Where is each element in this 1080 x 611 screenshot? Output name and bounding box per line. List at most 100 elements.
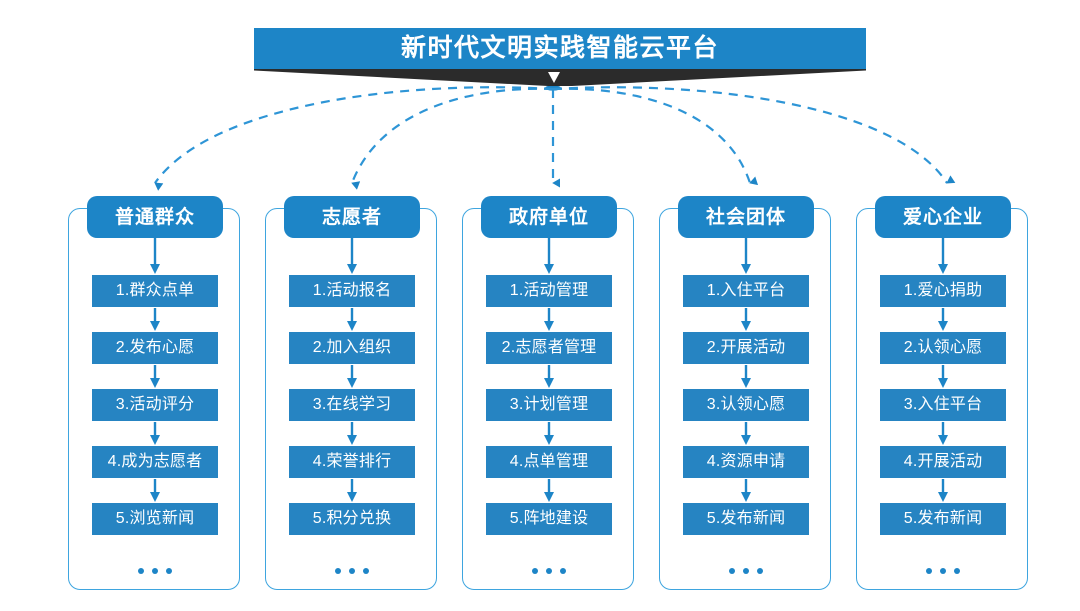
flow-arrow-icon [150,479,160,502]
item-label: 4.开展活动 [903,453,983,470]
ellipsis-dot-icon [546,568,552,574]
item-label: 5.发布新闻 [706,510,786,527]
flow-arrow-icon [741,479,751,502]
ellipsis-dot-icon [335,568,341,574]
column-ordinary-public-item-1[interactable]: 1.群众点单 [92,275,218,307]
column-header-volunteer[interactable]: 志愿者 [284,196,420,238]
ellipsis-dot-icon [743,568,749,574]
flow-arrow-icon [938,308,948,331]
flow-arrow-icon [741,365,751,388]
item-label: 4.点单管理 [509,453,589,470]
banner-notch-icon [548,72,560,83]
platform-title-banner: 新时代文明实践智能云平台 [254,28,866,69]
column-charity-enterprise-more-indicator [913,568,973,574]
flow-arrow-icon [544,365,554,388]
item-label: 1.爱心捐助 [903,282,983,299]
column-volunteer-more-indicator [322,568,382,574]
column-charity-enterprise-item-5[interactable]: 5.发布新闻 [880,503,1006,535]
item-label: 3.计划管理 [509,396,589,413]
column-charity-enterprise-item-1[interactable]: 1.爱心捐助 [880,275,1006,307]
column-charity-enterprise-item-4[interactable]: 4.开展活动 [880,446,1006,478]
column-government-unit-more-indicator [519,568,579,574]
flow-arrow-icon [938,422,948,445]
column-header-label: 爱心企业 [902,206,983,228]
column-stem-arrow-icon [347,238,357,274]
flow-arrow-icon [938,365,948,388]
column-ordinary-public-item-4[interactable]: 4.成为志愿者 [92,446,218,478]
column-header-ordinary-public[interactable]: 普通群众 [87,196,223,238]
column-volunteer-item-5[interactable]: 5.积分兑换 [289,503,415,535]
column-social-group-item-3[interactable]: 3.认领心愿 [683,389,809,421]
ellipsis-dot-icon [349,568,355,574]
ellipsis-dot-icon [560,568,566,574]
column-social-group-more-indicator [716,568,776,574]
column-header-label: 普通群众 [114,206,195,228]
column-social-group-item-4[interactable]: 4.资源申请 [683,446,809,478]
connector-to-column-1 [154,86,554,191]
page-title: 新时代文明实践智能云平台 [400,34,719,62]
flow-arrow-icon [741,308,751,331]
flow-arrow-icon [544,422,554,445]
column-header-label: 社会团体 [705,206,786,228]
column-government-unit-item-4[interactable]: 4.点单管理 [486,446,612,478]
item-label: 2.开展活动 [706,339,786,356]
flow-arrow-icon [741,422,751,445]
banner-shadow-wedge [254,69,866,86]
column-ordinary-public-more-indicator [125,568,185,574]
ellipsis-dot-icon [926,568,932,574]
column-stem-arrow-icon [150,238,160,274]
column-stem-arrow-icon [938,238,948,274]
column-header-charity-enterprise[interactable]: 爱心企业 [875,196,1011,238]
item-label: 2.认领心愿 [903,339,983,356]
connector-to-column-4 [552,87,759,186]
column-government-unit-item-2[interactable]: 2.志愿者管理 [486,332,612,364]
column-header-social-group[interactable]: 社会团体 [678,196,814,238]
item-label: 1.群众点单 [115,282,195,299]
column-volunteer-item-3[interactable]: 3.在线学习 [289,389,415,421]
flow-arrow-icon [347,365,357,388]
item-label: 3.活动评分 [115,396,195,413]
item-label: 5.阵地建设 [509,510,589,527]
column-volunteer-item-1[interactable]: 1.活动报名 [289,275,415,307]
column-charity-enterprise-item-2[interactable]: 2.认领心愿 [880,332,1006,364]
column-stem-arrow-icon [544,238,554,274]
column-social-group-item-2[interactable]: 2.开展活动 [683,332,809,364]
ellipsis-dot-icon [757,568,763,574]
item-label: 5.发布新闻 [903,510,983,527]
connector-to-column-2 [350,87,554,190]
column-charity-enterprise-item-3[interactable]: 3.入住平台 [880,389,1006,421]
item-label: 3.在线学习 [312,396,392,413]
ellipsis-dot-icon [954,568,960,574]
column-header-label: 志愿者 [321,206,382,228]
item-label: 3.认领心愿 [706,396,786,413]
column-government-unit-item-1[interactable]: 1.活动管理 [486,275,612,307]
ellipsis-dot-icon [138,568,144,574]
column-volunteer-item-4[interactable]: 4.荣誉排行 [289,446,415,478]
item-label: 1.入住平台 [706,282,786,299]
item-label: 2.志愿者管理 [501,339,597,356]
item-label: 3.入住平台 [903,396,983,413]
column-ordinary-public-item-2[interactable]: 2.发布心愿 [92,332,218,364]
flow-arrow-icon [150,308,160,331]
column-volunteer-item-2[interactable]: 2.加入组织 [289,332,415,364]
ellipsis-dot-icon [729,568,735,574]
column-ordinary-public-item-3[interactable]: 3.活动评分 [92,389,218,421]
column-ordinary-public-item-5[interactable]: 5.浏览新闻 [92,503,218,535]
column-social-group-item-5[interactable]: 5.发布新闻 [683,503,809,535]
flow-arrow-icon [938,479,948,502]
column-social-group-item-1[interactable]: 1.入住平台 [683,275,809,307]
column-header-government-unit[interactable]: 政府单位 [481,196,617,238]
column-government-unit-item-3[interactable]: 3.计划管理 [486,389,612,421]
flow-arrow-icon [347,308,357,331]
item-label: 1.活动报名 [312,282,392,299]
item-label: 5.浏览新闻 [115,510,195,527]
ellipsis-dot-icon [363,568,369,574]
flow-arrow-icon [347,479,357,502]
ellipsis-dot-icon [152,568,158,574]
column-header-label: 政府单位 [508,206,589,228]
item-label: 1.活动管理 [509,282,589,299]
item-label: 4.资源申请 [706,453,786,470]
ellipsis-dot-icon [166,568,172,574]
column-government-unit-item-5[interactable]: 5.阵地建设 [486,503,612,535]
